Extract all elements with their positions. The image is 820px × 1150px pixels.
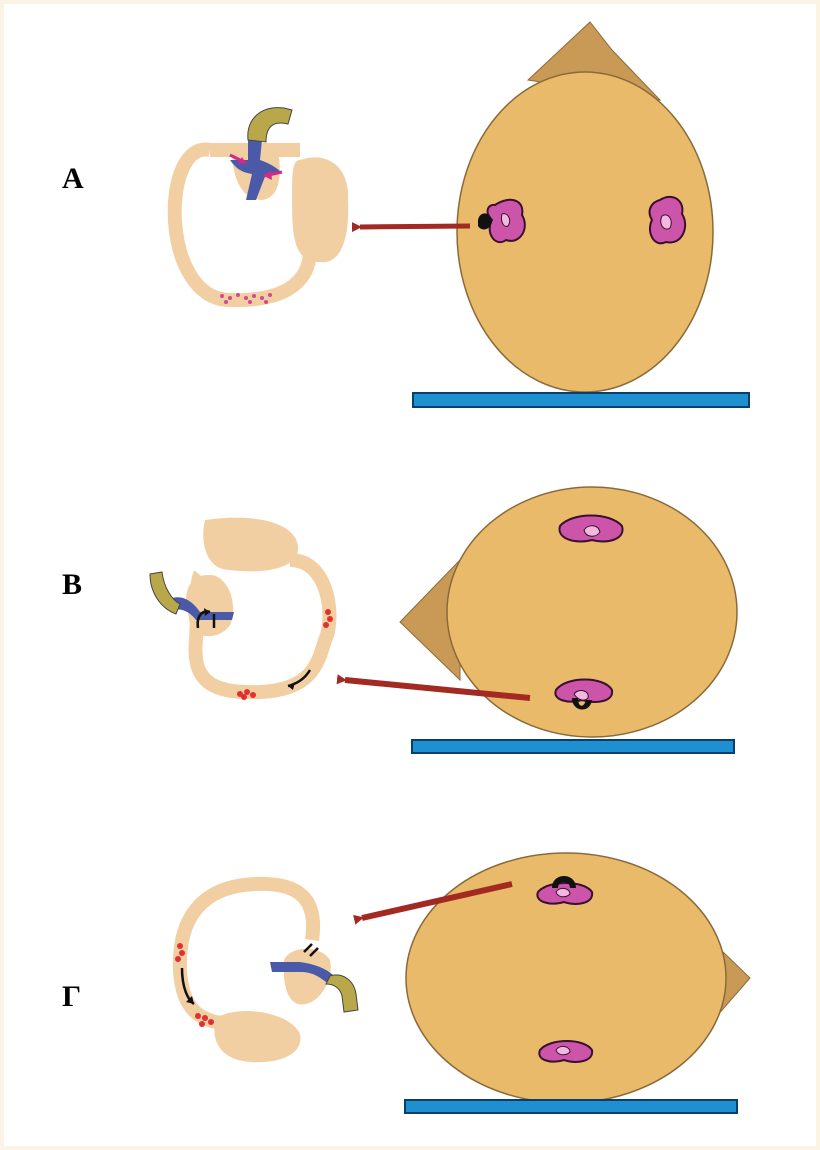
lesion-b-top: [560, 516, 623, 542]
support-bar-b: [412, 740, 734, 753]
cross-section-b: [150, 518, 333, 700]
panel-a: [175, 22, 749, 407]
panel-b: [150, 487, 737, 753]
lesion-g-bottom: [539, 1041, 592, 1062]
lesion-a-right: [650, 197, 686, 243]
support-bar-g: [405, 1100, 737, 1113]
panel-g: [175, 853, 750, 1113]
cross-section-g: [175, 884, 358, 1062]
support-bar-a: [413, 393, 749, 407]
red-arrow-icon: [360, 226, 470, 227]
cross-section-a: [175, 108, 349, 304]
